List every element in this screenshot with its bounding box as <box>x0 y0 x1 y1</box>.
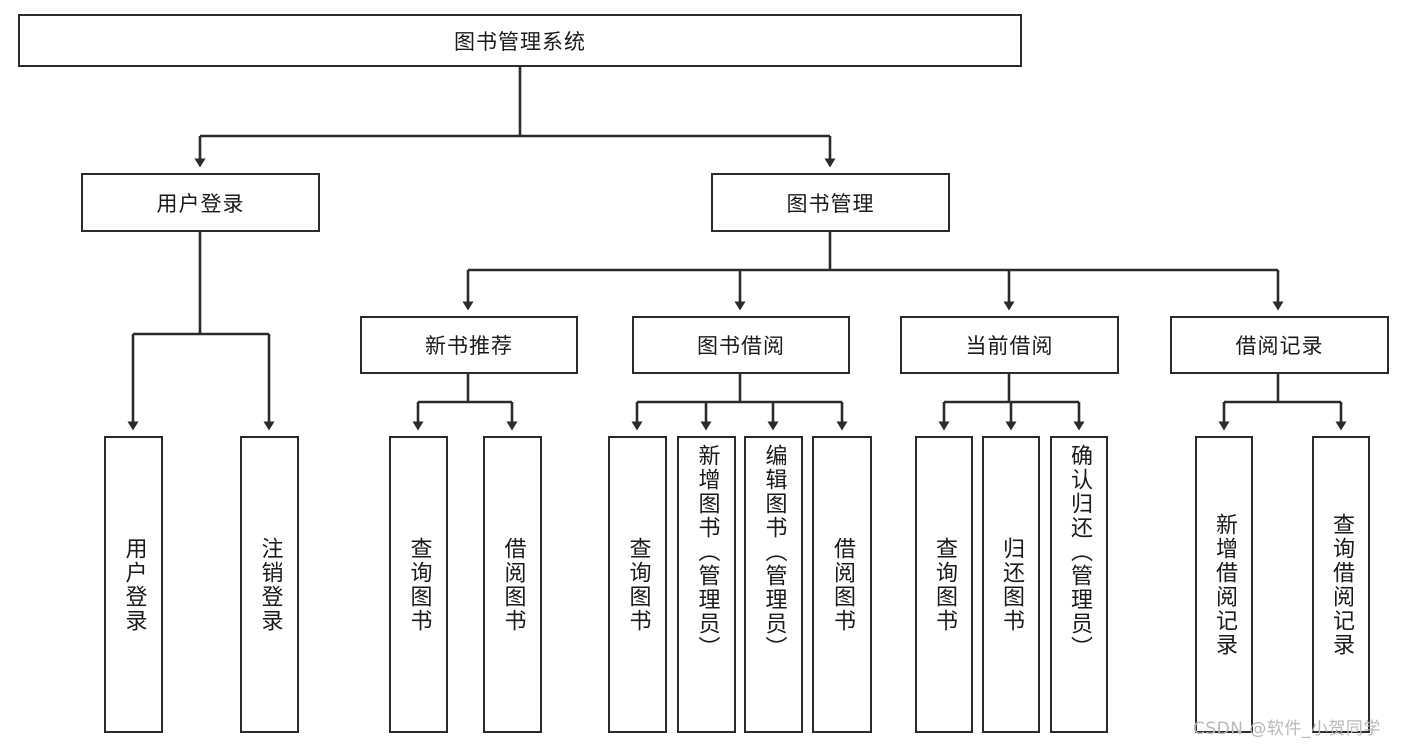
node-label: 借阅记录 <box>1235 334 1324 358</box>
node-label: 用户登录 <box>121 536 147 633</box>
node-leaf-query-book-borrow[interactable]: 查询图书 <box>608 436 667 733</box>
node-current-borrow[interactable]: 当前借阅 <box>900 316 1119 374</box>
node-label: 查询图书 <box>625 536 651 633</box>
node-book-management[interactable]: 图书管理 <box>711 173 950 232</box>
node-label: 图书借阅 <box>697 334 785 358</box>
node-user-login[interactable]: 用户登录 <box>81 173 320 232</box>
node-leaf-user-login[interactable]: 用户登录 <box>104 436 163 733</box>
node-leaf-borrow-book-recommend[interactable]: 借阅图书 <box>483 436 542 733</box>
node-label: 新书推荐 <box>425 334 513 358</box>
node-label: 查询借阅记录 <box>1328 512 1354 657</box>
node-book-borrow[interactable]: 图书借阅 <box>632 316 850 374</box>
node-label: 编辑图书（管理员） <box>761 444 787 660</box>
node-label: 用户登录 <box>156 191 245 216</box>
node-label: 借阅图书 <box>500 536 526 633</box>
node-label: 注销登录 <box>257 536 283 633</box>
node-label: 新增借阅记录 <box>1211 512 1237 657</box>
node-leaf-logout[interactable]: 注销登录 <box>240 436 299 733</box>
node-new-book-recommend[interactable]: 新书推荐 <box>360 316 578 374</box>
node-label: 新增图书（管理员） <box>694 444 720 660</box>
node-label: 确认归还（管理员） <box>1066 444 1092 660</box>
node-leaf-query-book-current[interactable]: 查询图书 <box>915 436 973 733</box>
node-label: 当前借阅 <box>965 334 1054 358</box>
node-label: 查询图书 <box>406 536 432 633</box>
node-leaf-confirm-return-admin[interactable]: 确认归还（管理员） <box>1050 436 1108 733</box>
node-root-book-management-system[interactable]: 图书管理系统 <box>18 14 1022 67</box>
node-leaf-edit-book-admin[interactable]: 编辑图书（管理员） <box>744 436 803 733</box>
node-leaf-query-book-recommend[interactable]: 查询图书 <box>389 436 448 733</box>
node-leaf-borrow-book[interactable]: 借阅图书 <box>812 436 872 733</box>
node-label: 查询图书 <box>931 536 957 633</box>
node-leaf-return-book[interactable]: 归还图书 <box>982 436 1040 733</box>
node-leaf-add-book-admin[interactable]: 新增图书（管理员） <box>677 436 736 733</box>
node-label: 图书管理系统 <box>454 29 586 54</box>
node-leaf-query-borrow-record[interactable]: 查询借阅记录 <box>1312 436 1370 733</box>
node-borrow-record[interactable]: 借阅记录 <box>1170 316 1389 374</box>
node-label: 图书管理 <box>786 191 875 216</box>
node-label: 借阅图书 <box>829 536 855 633</box>
node-label: 归还图书 <box>998 536 1024 633</box>
node-leaf-add-borrow-record[interactable]: 新增借阅记录 <box>1195 436 1253 733</box>
